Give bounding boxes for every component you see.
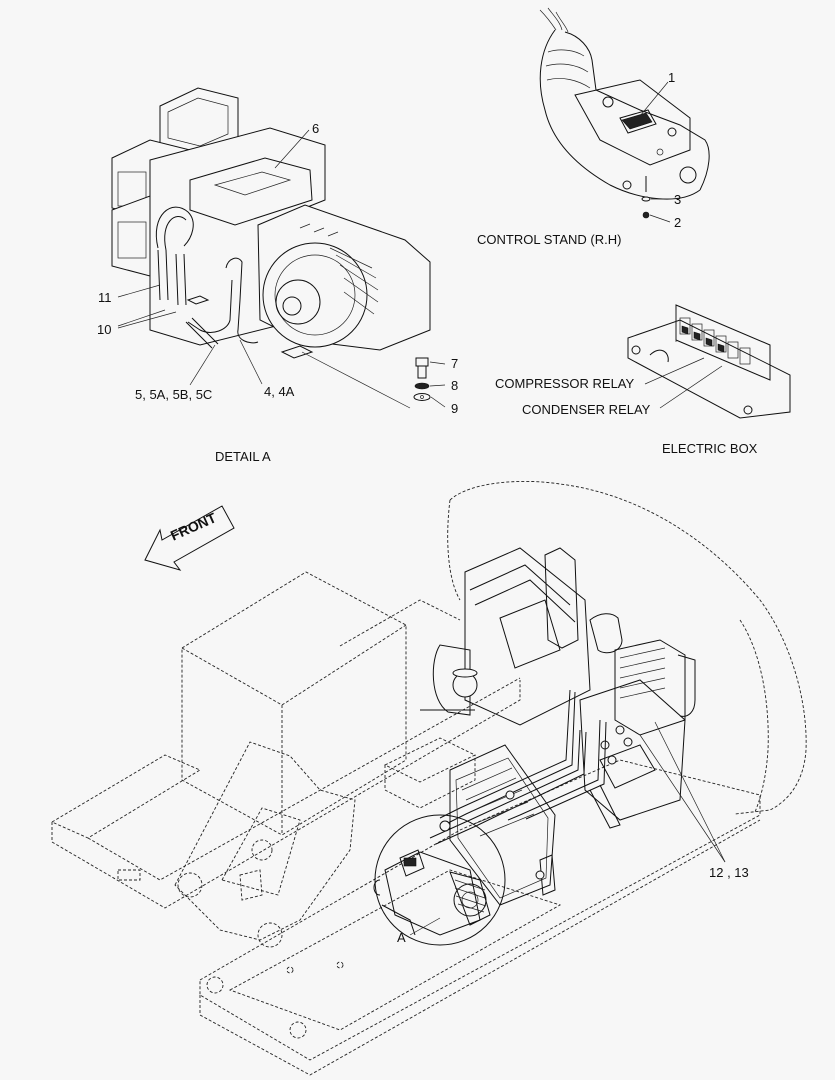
part-number-9: 9 [451, 401, 459, 416]
control-stand-caption: CONTROL STAND (R.H) [477, 232, 622, 247]
part-number-4: 4, 4A [264, 384, 295, 399]
machine-frame-drawing [51, 480, 807, 1076]
front-arrow [144, 505, 235, 571]
detail-a-drawing [111, 87, 446, 409]
part-number-8: 8 [451, 378, 459, 393]
detail-a-caption: DETAIL A [215, 449, 271, 464]
electric-box-caption: ELECTRIC BOX [662, 441, 758, 456]
leader-lines-main [639, 721, 726, 863]
detail-a-callout: A [397, 930, 406, 945]
compressor-relay-label: COMPRESSOR RELAY [495, 376, 635, 391]
part-number-2: 2 [674, 215, 682, 230]
engine-drawing [420, 547, 696, 829]
control-stand-drawing [539, 7, 710, 223]
condenser-relay-label: CONDENSER RELAY [522, 402, 651, 417]
part-number-12-13: 12 , 13 [709, 865, 749, 880]
part-number-7: 7 [451, 356, 459, 371]
aircon-unit-drawing [373, 744, 556, 946]
part-number-11: 11 [98, 290, 112, 305]
part-number-6: 6 [312, 121, 320, 136]
part-number-5: 5, 5A, 5B, 5C [135, 387, 213, 402]
part-number-10: 10 [97, 322, 112, 337]
electric-box-drawing [627, 304, 791, 419]
part-number-3: 3 [674, 192, 682, 207]
part-number-1: 1 [668, 70, 676, 85]
